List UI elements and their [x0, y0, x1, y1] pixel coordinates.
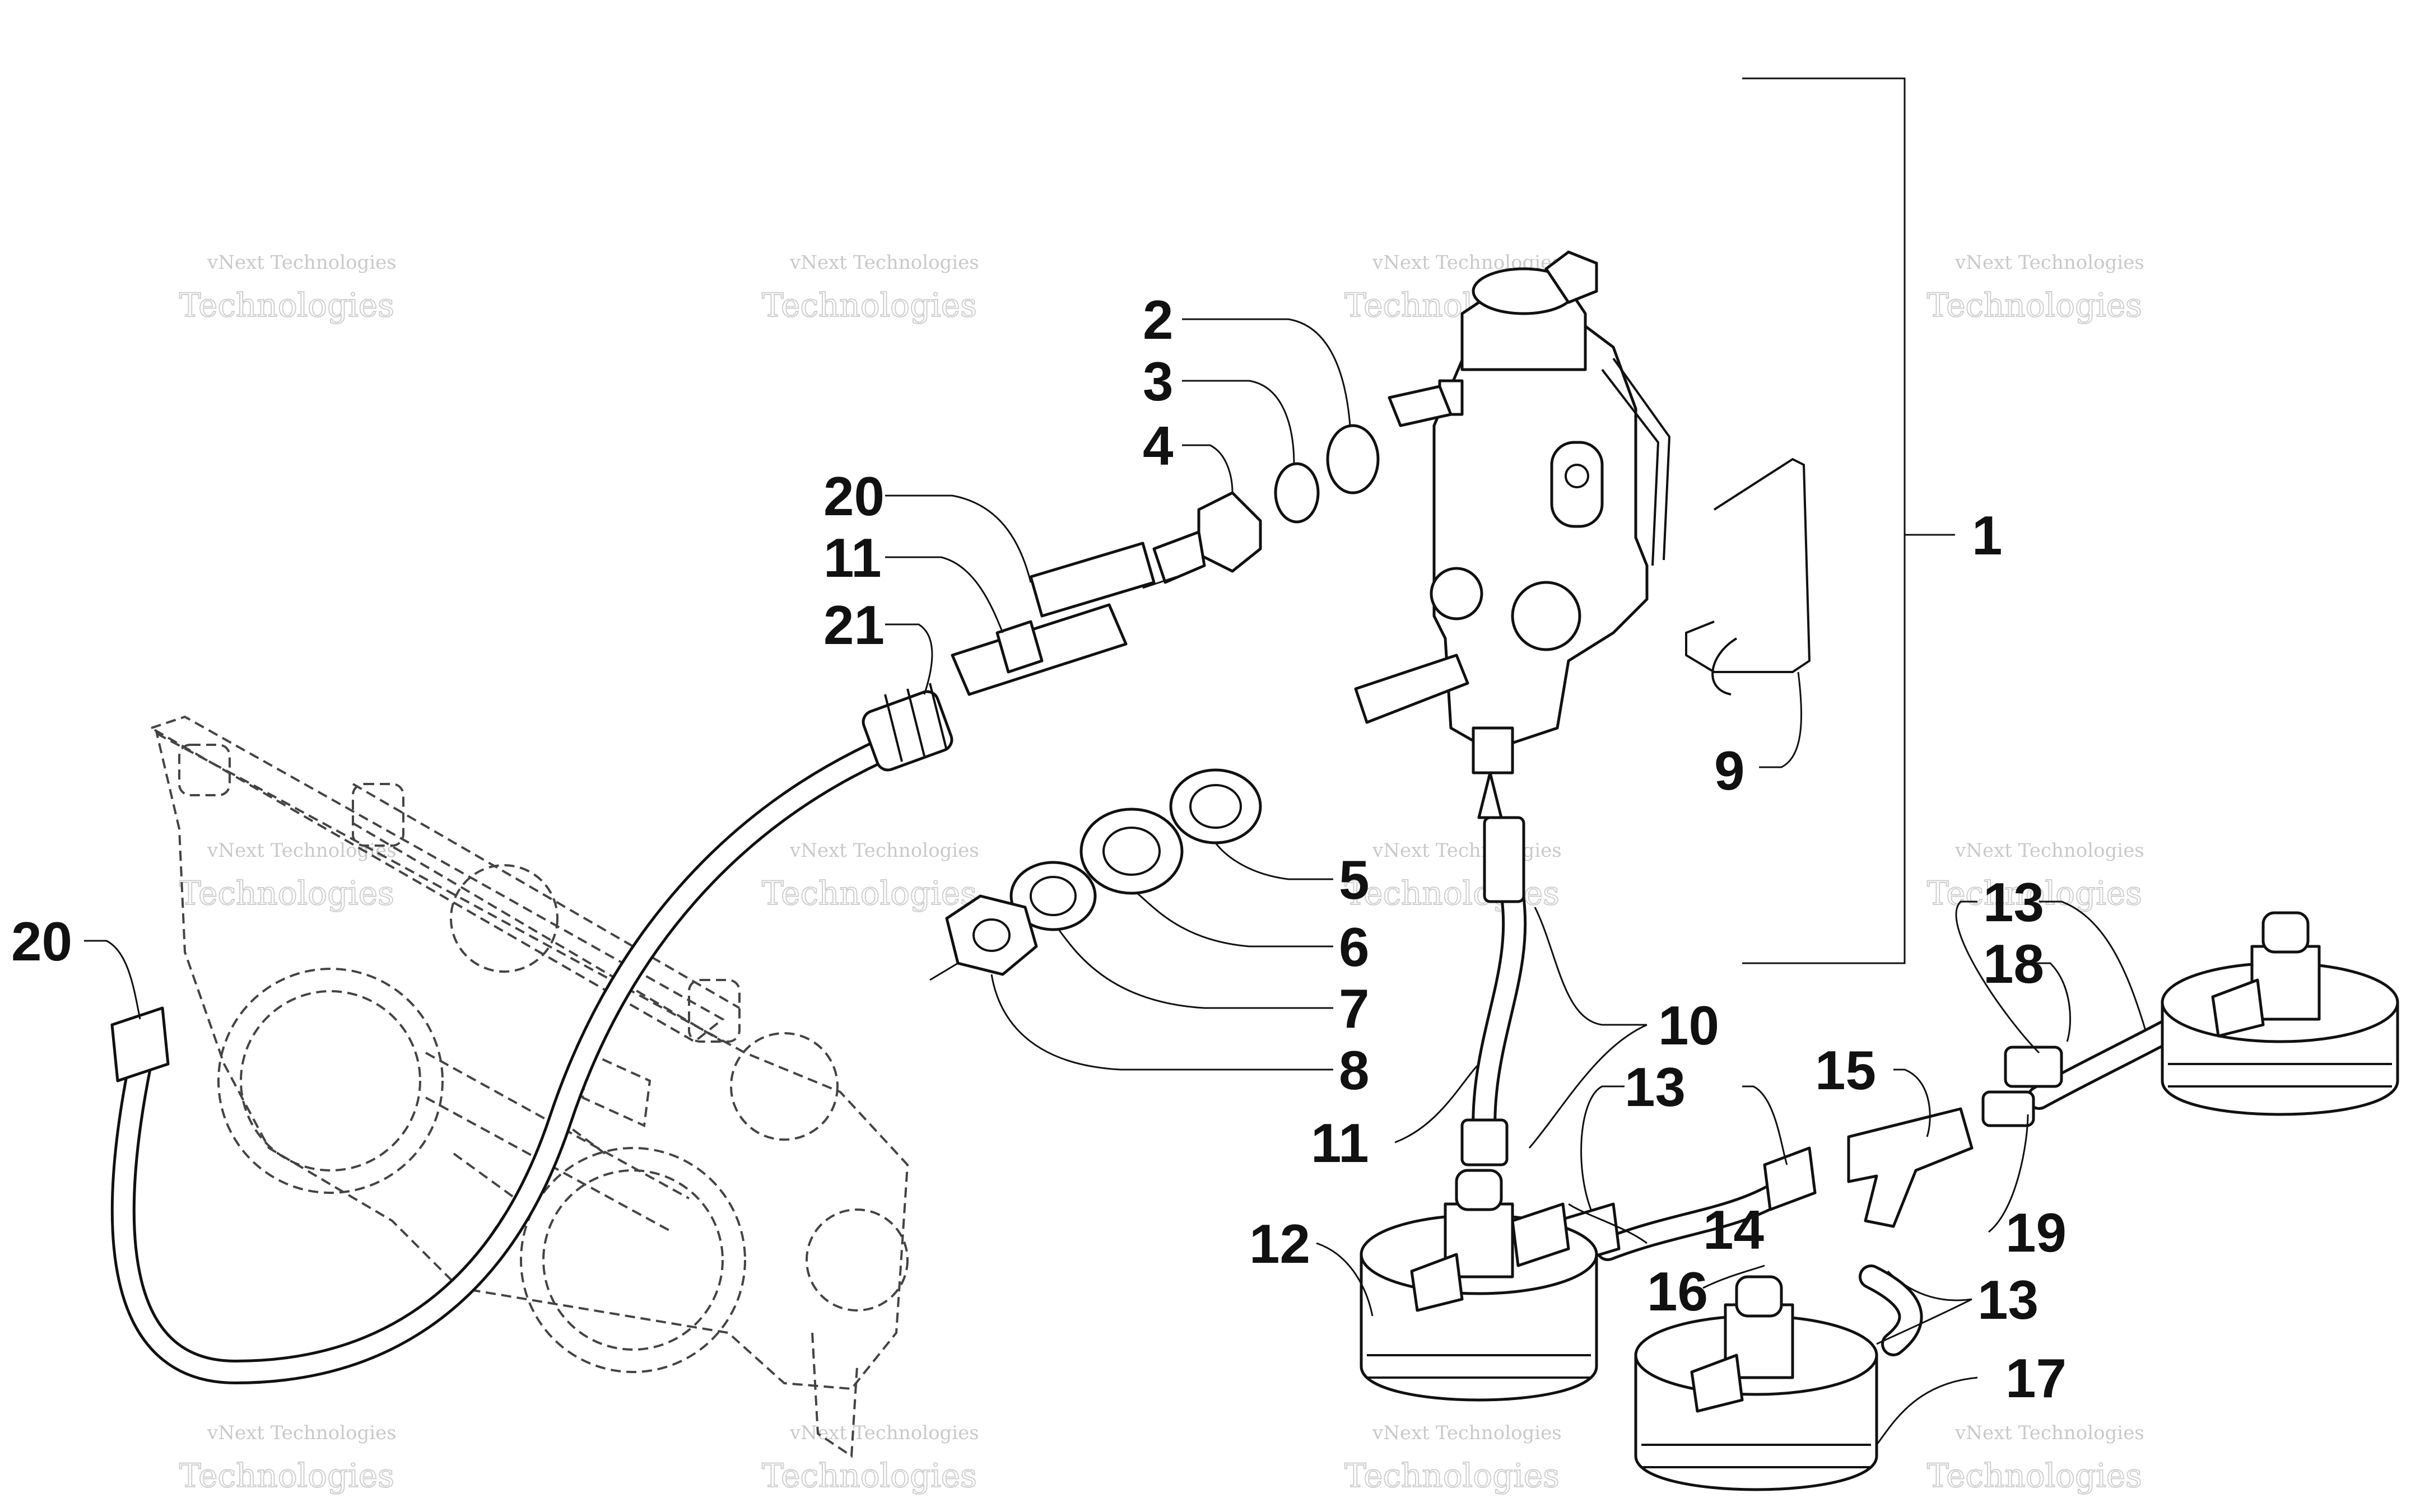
callout-11-lower: 11 [1311, 1112, 1369, 1174]
watermark-text: vNext Technologies [789, 839, 979, 862]
washer-3 [1274, 462, 1320, 524]
fuel-hoses [110, 727, 2231, 1385]
watermark-text: vNext Technologies [207, 1422, 397, 1444]
watermark: vNext Technologies Technologies [1344, 1422, 1562, 1495]
callout-18: 18 [1983, 933, 2044, 995]
watermark-text: vNext Technologies [789, 251, 979, 274]
watermark-text: vNext Technologies [207, 839, 397, 862]
y-fitting [1847, 1046, 2063, 1228]
watermark-text-outline: Technologies [1927, 874, 2142, 912]
callout-20-left: 20 [11, 911, 72, 972]
washer-6 [1079, 808, 1184, 895]
callout-1: 1 [1972, 505, 2003, 566]
watermark: vNext Technologies Technologies [761, 251, 979, 325]
callout-20-upper: 20 [823, 465, 885, 527]
watermark-group: vNext Technologies Technologies vNext Te… [179, 251, 2144, 1495]
callout-19: 19 [2005, 1202, 2067, 1263]
assembly-bracket [1742, 77, 1955, 964]
watermark: vNext Technologies Technologies [179, 1422, 397, 1495]
hose-clamps [110, 603, 1817, 1267]
watermark-text-outline: Technologies [1344, 874, 1560, 912]
nut-4 [1197, 491, 1262, 573]
callout-12: 12 [1249, 1213, 1310, 1275]
hose-end [1029, 542, 1156, 618]
watermark: vNext Technologies Technologies [761, 839, 979, 913]
callout-7: 7 [1339, 978, 1370, 1039]
watermark: vNext Technologies Technologies [1926, 1422, 2144, 1495]
callout-13-lower: 13 [1977, 1269, 2039, 1331]
callout-2: 2 [1143, 289, 1174, 351]
watermark-text: vNext Technologies [789, 1422, 979, 1444]
washer-7 [1009, 861, 1097, 931]
watermark: vNext Technologies Technologies [1344, 839, 1562, 913]
callout-16: 16 [1647, 1261, 1708, 1322]
retaining-clip [1685, 458, 1811, 696]
callout-21: 21 [823, 594, 885, 656]
callout-4: 4 [1143, 415, 1174, 477]
watermark-text-outline: Technologies [179, 1457, 394, 1495]
throttle-body-assembly [148, 715, 909, 1458]
watermark-text: vNext Technologies [1372, 839, 1562, 862]
pulse-valve-17 [1634, 1275, 1878, 1491]
callout-labels: 1 2 3 4 20 11 21 9 5 6 7 8 20 10 11 13 1… [11, 289, 2067, 1409]
callout-5: 5 [1339, 849, 1370, 911]
callout-6: 6 [1339, 916, 1370, 978]
callout-9: 9 [1714, 740, 1745, 801]
watermark-text-outline: Technologies [762, 286, 977, 324]
leader-lines [84, 318, 2147, 1445]
washer-5 [1169, 768, 1262, 844]
callout-3: 3 [1143, 351, 1174, 412]
watermark-text: vNext Technologies [1954, 251, 2144, 274]
watermark-text: vNext Technologies [1954, 839, 2144, 862]
washer-2 [1326, 424, 1380, 494]
watermark-text-outline: Technologies [1344, 1457, 1560, 1495]
callout-13-right: 13 [1983, 871, 2044, 933]
callout-10: 10 [1658, 995, 1719, 1056]
upper-fittings [1029, 424, 1380, 618]
watermark-text: vNext Technologies [1954, 1422, 2144, 1444]
callout-13-middle: 13 [1625, 1056, 1686, 1118]
watermark-text-outline: Technologies [1927, 1457, 2142, 1495]
lower-fittings [929, 768, 1262, 981]
callout-14: 14 [1703, 1199, 1764, 1261]
watermark-text: vNext Technologies [1372, 1422, 1562, 1444]
watermark-text-outline: Technologies [179, 874, 394, 912]
watermark-text: vNext Technologies [207, 251, 397, 274]
watermark: vNext Technologies Technologies [1926, 251, 2144, 325]
pulse-valve-19 [2161, 911, 2399, 1116]
watermark: vNext Technologies Technologies [1926, 839, 2144, 913]
callout-15: 15 [1815, 1039, 1876, 1101]
pulse-valve-12 [1360, 1169, 1598, 1402]
callout-8: 8 [1339, 1039, 1370, 1101]
watermark: vNext Technologies Technologies [179, 251, 397, 325]
watermark-text-outline: Technologies [762, 1457, 977, 1495]
fuel-pressure-regulator [1354, 250, 1671, 819]
callout-11-upper: 11 [823, 527, 882, 589]
watermark: vNext Technologies Technologies [761, 1422, 979, 1495]
watermark-text-outline: Technologies [762, 874, 977, 912]
nut-8 [945, 894, 1038, 976]
watermark-text-outline: Technologies [179, 286, 394, 324]
watermark-text-outline: Technologies [1927, 286, 2142, 324]
callout-17: 17 [2005, 1347, 2067, 1409]
